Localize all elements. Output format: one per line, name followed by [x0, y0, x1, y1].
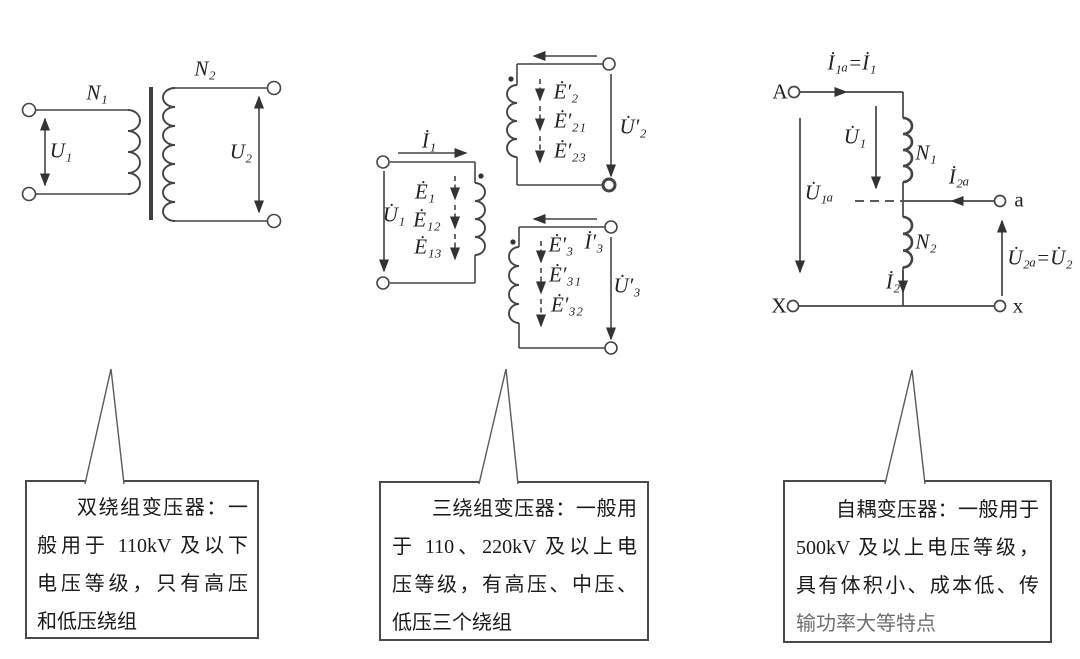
- terminal-X: [786, 299, 800, 313]
- secondary-winding-2: [506, 51, 617, 193]
- callout-box-three-winding: [379, 481, 649, 641]
- label-n1: N₁: [915, 140, 937, 165]
- primary-coil: [474, 182, 486, 256]
- callout-line: 和低压绕组: [37, 611, 137, 633]
- n1-coil: [902, 116, 914, 184]
- label-i2: İ₂: [885, 269, 901, 294]
- label-n2: N₂: [194, 56, 216, 81]
- label-e3-prime: Ė′₃: [548, 232, 574, 257]
- callout-line: 压等级，有高压、中压、: [392, 574, 637, 596]
- label-u2-prime: U̇′₂: [619, 114, 647, 139]
- tertiary-winding-3: [508, 214, 618, 355]
- label-e21-prime: Ė′₂₁: [553, 108, 587, 133]
- terminal: [601, 177, 617, 193]
- terminal: [376, 155, 390, 169]
- terminal: [266, 80, 282, 96]
- callout-line: 般用于 110kV 及以下: [37, 535, 248, 557]
- terminal: [21, 186, 37, 202]
- polarity-dot: [478, 173, 484, 179]
- terminal-a: [993, 194, 1007, 208]
- callout-line: 电压等级，只有高压: [37, 573, 248, 595]
- callout-pointer: [84, 368, 125, 485]
- label-e23-prime: Ė′₂₃: [553, 138, 587, 163]
- coil: [508, 246, 520, 324]
- label-i3-prime: İ′₃: [584, 229, 604, 254]
- label-terminal-X: X: [771, 293, 787, 318]
- callout-pointer: [884, 369, 926, 485]
- label-terminal-A: A: [772, 79, 788, 104]
- callout-boxes: [25, 368, 1052, 643]
- label-u2: U₂: [229, 139, 253, 164]
- label-u1-dot: U̇₁: [843, 124, 867, 149]
- label-terminal-x: x: [1012, 293, 1024, 318]
- callout-line: 于 110、220kV 及以上电: [392, 536, 637, 558]
- label-n2: N₂: [915, 229, 937, 254]
- callout-autotransformer: 自耦变压器：一般用于 500kV 及以上电压等级， 具有体积小、成本低、传 输功…: [796, 491, 1039, 643]
- polarity-dot: [508, 76, 514, 82]
- callout-line: 低压三个绕组: [392, 612, 512, 634]
- callout-box-autotransformer: [783, 480, 1052, 643]
- label-e32-prime: Ė′₃₂: [550, 292, 584, 317]
- label-u1: U₁: [49, 138, 73, 163]
- coil: [506, 84, 518, 158]
- autotransformer-diagram: [786, 85, 1007, 313]
- callout-line: 自耦变压器：一般用于: [836, 499, 1039, 521]
- callout-line: 双绕组变压器：一: [77, 497, 248, 519]
- callout-line: 三绕组变压器：一般用: [432, 498, 637, 520]
- terminal: [266, 213, 282, 229]
- terminal: [21, 102, 37, 118]
- terminal: [602, 57, 616, 71]
- callout-line: 500kV 及以上电压等级，: [796, 537, 1039, 559]
- label-n1: N₁: [86, 80, 108, 105]
- polarity-dot: [510, 239, 516, 245]
- label-u1-dot: U̇₁: [382, 202, 406, 227]
- secondary-coil: [162, 87, 176, 222]
- callout-line: 输功率大等特点: [796, 613, 936, 635]
- terminal-x: [993, 299, 1007, 313]
- two-winding-diagram: [21, 80, 282, 229]
- label-e2-prime: Ė′₂: [553, 79, 579, 104]
- terminal: [376, 276, 390, 290]
- label-e31-prime: Ė′₃₁: [548, 262, 582, 287]
- label-i1a-equals-i1: İ₁ₐ=İ₁: [827, 50, 877, 75]
- primary-winding: [376, 148, 486, 290]
- label-i1: İ₁: [421, 128, 437, 153]
- callout-three-winding: 三绕组变压器：一般用 于 110、220kV 及以上电 压等级，有高压、中压、 …: [392, 490, 637, 642]
- label-u3-prime: U̇′₃: [613, 273, 641, 298]
- label-u2a-equals-u2: U̇₂ₐ=U̇₂: [1007, 245, 1073, 270]
- label-e1: Ė₁: [414, 179, 436, 204]
- terminal-A: [787, 85, 801, 99]
- n2-coil: [902, 215, 914, 269]
- callout-box-two-winding: [25, 480, 259, 639]
- callout-two-winding: 双绕组变压器：一 般用于 110kV 及以下 电压等级，只有高压 和低压绕组: [37, 489, 248, 641]
- label-i2a: İ₂ₐ: [948, 164, 970, 189]
- terminal: [604, 220, 618, 234]
- three-winding-diagram: [376, 51, 618, 355]
- callout-pointer: [478, 368, 519, 485]
- transformer-core: [149, 87, 153, 220]
- label-terminal-a: a: [1014, 187, 1024, 212]
- label-u1a: U̇₁ₐ: [804, 180, 834, 205]
- callout-line: 具有体积小、成本低、传: [796, 575, 1039, 597]
- primary-coil: [127, 109, 141, 195]
- label-e13: Ė₁₃: [414, 234, 442, 259]
- terminal: [604, 341, 618, 355]
- label-e12: Ė₁₂: [413, 207, 441, 232]
